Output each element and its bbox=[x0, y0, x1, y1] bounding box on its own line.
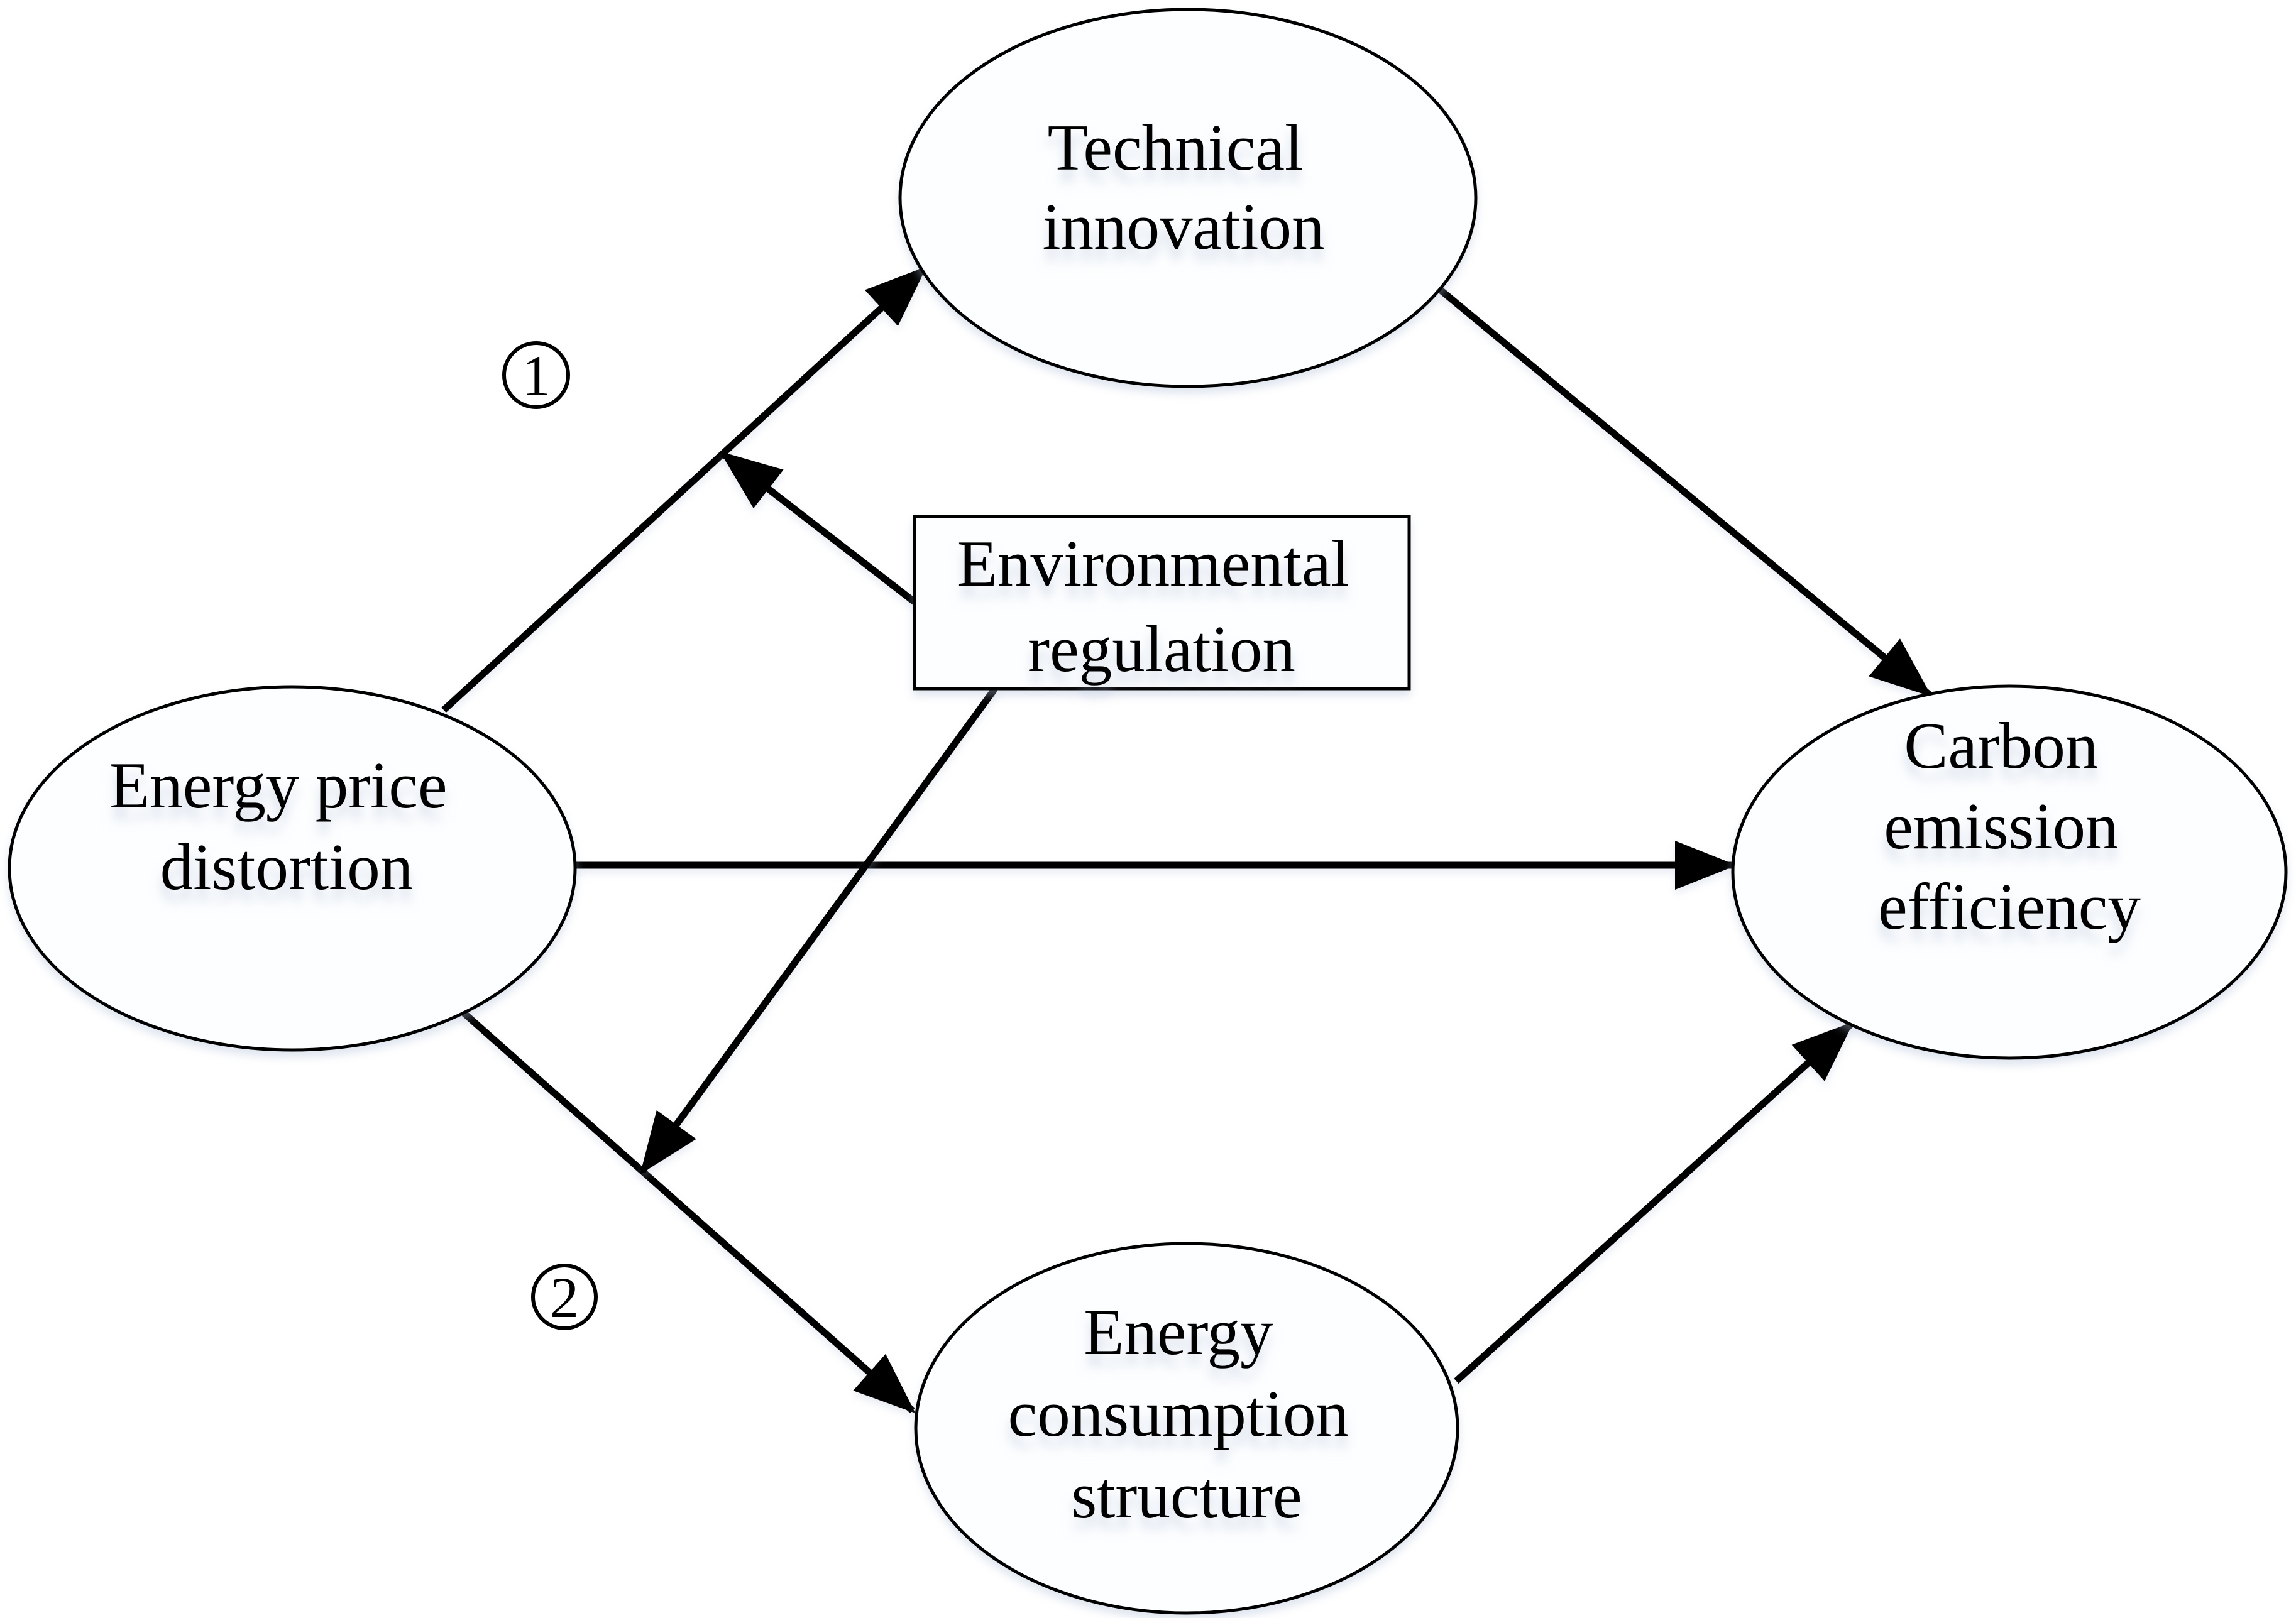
arrow-energy-price-to-technical-innovation bbox=[441, 266, 927, 713]
energy-consumption-structure-line1: Energy bbox=[1084, 1295, 1273, 1369]
node-energy-price-distortion-label: Energy price distortion bbox=[109, 748, 464, 904]
path-marker-2-label: 2 bbox=[550, 1265, 579, 1330]
arrow-energy-price-to-energy-consumption bbox=[451, 1001, 916, 1414]
carbon-emission-efficiency-line1: Carbon bbox=[1904, 709, 2098, 782]
energy-price-distortion-line2: distortion bbox=[160, 830, 414, 904]
environmental-regulation-line1: Environmental bbox=[957, 527, 1349, 600]
energy-consumption-structure-line2: consumption bbox=[1008, 1377, 1349, 1450]
path-marker-2-circle bbox=[531, 1264, 598, 1330]
path-marker-1: 1 bbox=[502, 341, 570, 409]
carbon-emission-efficiency-line2: emission bbox=[1884, 789, 2118, 863]
technical-innovation-line1: Technical bbox=[1048, 111, 1304, 184]
node-energy-consumption-structure-ellipse bbox=[914, 1242, 1459, 1615]
node-environmental-regulation-box bbox=[913, 515, 1411, 691]
carbon-emission-efficiency-line3: efficiency bbox=[1878, 870, 2141, 943]
energy-price-distortion-line1: Energy price bbox=[109, 748, 447, 822]
technical-innovation-line2: innovation bbox=[1042, 190, 1324, 263]
node-technical-innovation-ellipse bbox=[898, 8, 1478, 388]
arrow-environmental-regulation-to-path-2 bbox=[639, 686, 998, 1174]
energy-consumption-structure-line3: structure bbox=[1071, 1458, 1302, 1532]
arrow-environmental-regulation-to-path-1 bbox=[720, 451, 917, 605]
path-marker-1-label: 1 bbox=[522, 344, 551, 408]
edges-group bbox=[441, 266, 1932, 1414]
path-marker-2: 2 bbox=[531, 1264, 598, 1330]
node-energy-price-distortion-ellipse bbox=[8, 685, 577, 1052]
node-environmental-regulation-label: Environmental regulation bbox=[957, 527, 1366, 686]
path-marker-1-circle bbox=[502, 341, 570, 409]
nodes-group bbox=[8, 8, 2288, 1615]
environmental-regulation-line2: regulation bbox=[1028, 612, 1295, 686]
arrow-technical-innovation-to-carbon-emission bbox=[1437, 286, 1932, 697]
labels-group: Technical innovation Energy price distor… bbox=[109, 111, 2141, 1532]
node-carbon-emission-efficiency-label: Carbon emission efficiency bbox=[1878, 709, 2141, 943]
node-carbon-emission-efficiency-ellipse bbox=[1731, 684, 2288, 1060]
node-energy-consumption-structure-label: Energy consumption structure bbox=[1008, 1295, 1366, 1532]
node-technical-innovation-label: Technical innovation bbox=[1042, 111, 1324, 263]
arrow-energy-consumption-to-carbon-emission bbox=[1454, 1021, 1854, 1384]
